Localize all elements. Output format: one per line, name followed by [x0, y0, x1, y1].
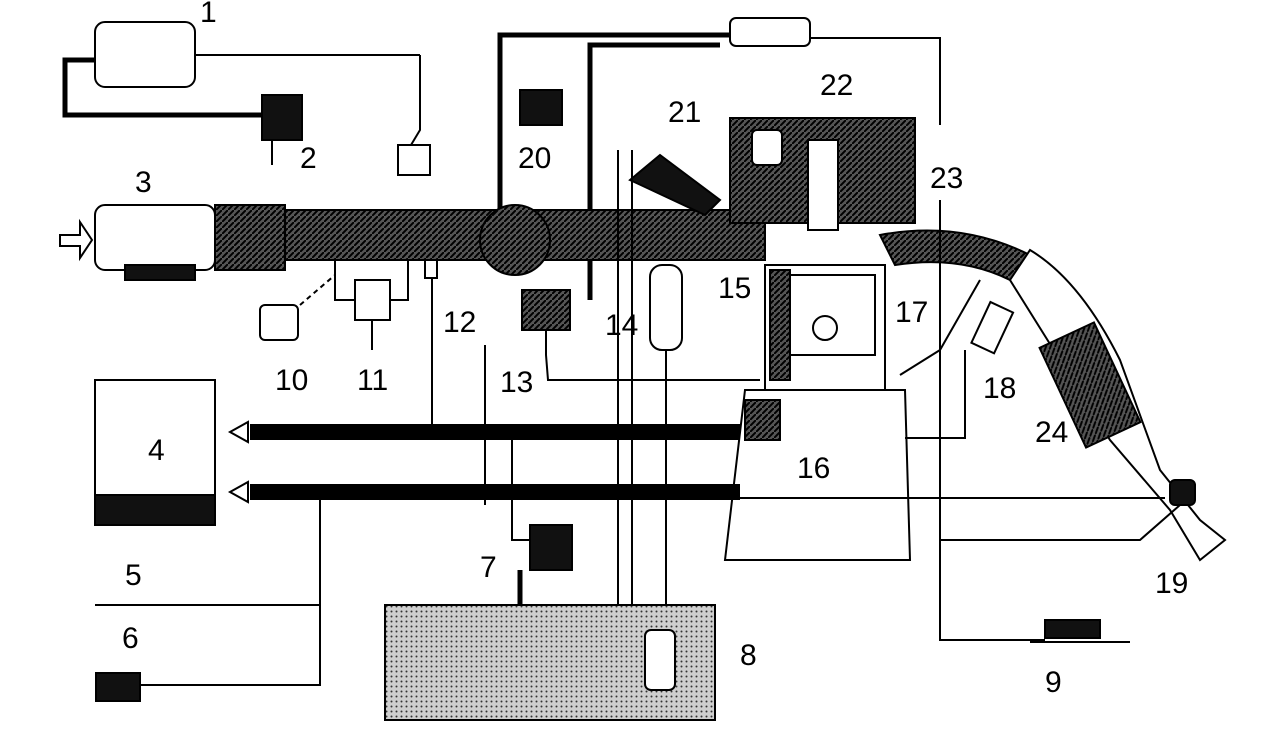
top-sensor [729, 17, 811, 47]
label-10: 10 [275, 364, 308, 397]
pressure-regulator-line [407, 55, 421, 151]
engine-block [723, 264, 912, 561]
label-5: 5 [125, 559, 142, 592]
connector-arrow-top [227, 420, 249, 444]
label-22: 22 [820, 69, 853, 102]
cylinder-head [729, 117, 916, 231]
wire-23 [939, 200, 1045, 641]
label-8: 8 [740, 639, 757, 672]
harness-to-18 [905, 350, 966, 439]
label-15: 15 [718, 272, 751, 305]
label-12: 12 [443, 306, 476, 339]
label-13: 13 [500, 366, 533, 399]
charcoal-canister [62, 21, 420, 118]
relay-7-wire [511, 440, 530, 541]
label-23: 23 [930, 162, 963, 195]
label-1: 1 [200, 0, 217, 29]
label-11: 11 [357, 364, 388, 397]
exhaust-sensor-19 [1169, 479, 1196, 506]
label-17: 17 [895, 296, 928, 329]
relay-20 [519, 89, 563, 126]
exhaust-manifold [878, 229, 1032, 282]
label-6: 6 [122, 622, 139, 655]
canister-purge-valve [261, 94, 303, 165]
relay-7 [529, 524, 573, 571]
label-2: 2 [300, 142, 317, 175]
ground-9 [1044, 619, 1101, 639]
idle-air-valve [334, 260, 409, 350]
converter-body [1038, 321, 1142, 449]
fuel-injector [628, 153, 722, 217]
label-18: 18 [983, 372, 1016, 405]
ecu [94, 379, 216, 526]
fuel-tank [384, 604, 716, 721]
label-7: 7 [480, 551, 497, 584]
throttle-body [479, 204, 551, 276]
connector-arrow-bottom [227, 480, 249, 504]
label-20: 20 [518, 142, 551, 175]
throttle-position-sensor [259, 304, 299, 341]
fuel-line-top [497, 32, 730, 210]
sensor-link [299, 274, 336, 306]
warning-lamp [95, 672, 141, 702]
label-24: 24 [1035, 416, 1068, 449]
label-4: 4 [148, 434, 165, 467]
sensor-19-wire [940, 504, 1181, 541]
pressure-regulator [397, 144, 431, 176]
top-wire [810, 37, 941, 125]
line-to-lamp [140, 500, 321, 686]
label-14: 14 [605, 309, 638, 342]
label-16: 16 [797, 452, 830, 485]
air-temp-sensor [424, 259, 438, 279]
label-19: 19 [1155, 567, 1188, 600]
lambda-sensor [970, 300, 1015, 355]
pressure-damper [521, 289, 571, 331]
label-9: 9 [1045, 666, 1062, 699]
label-21: 21 [668, 96, 701, 129]
fuel-filter [649, 264, 683, 351]
label-3: 3 [135, 166, 152, 199]
damper-line [545, 330, 760, 381]
